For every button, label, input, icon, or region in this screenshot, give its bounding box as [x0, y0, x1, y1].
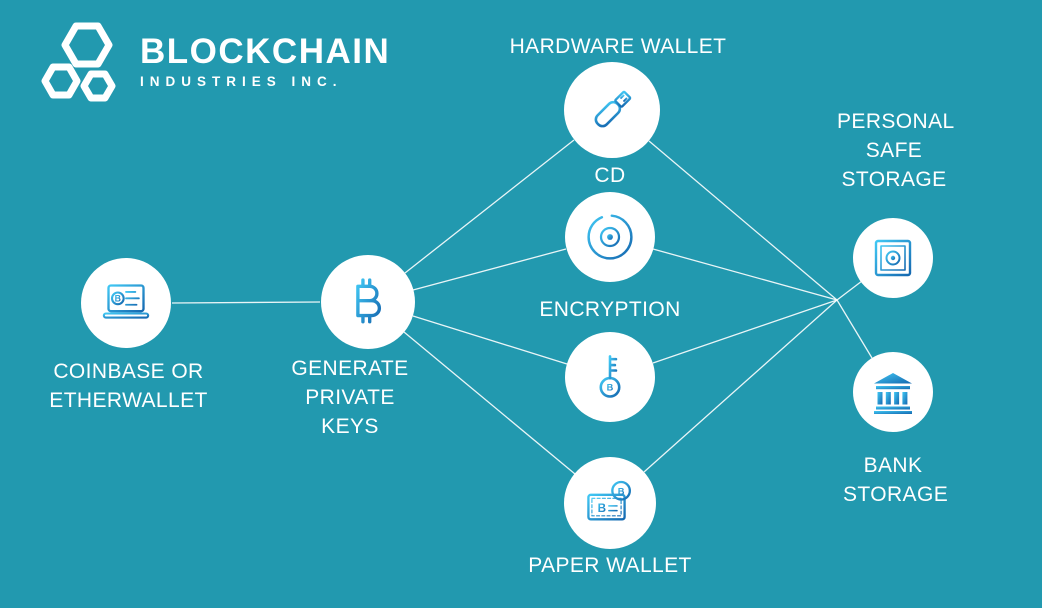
- bitcoin-icon: [356, 278, 381, 324]
- svg-text:B: B: [115, 293, 121, 303]
- paper-wallet-icon: B B: [587, 480, 631, 521]
- key-icon: B: [599, 355, 621, 398]
- logo-subtitle: INDUSTRIES INC.: [140, 74, 343, 89]
- laptop-wallet-icon: B: [102, 284, 150, 319]
- label-cd: CD: [594, 164, 626, 187]
- node-cd: [565, 192, 655, 282]
- svg-text:B: B: [618, 486, 625, 496]
- usb-drive-icon: [594, 90, 632, 128]
- label-encryption: ENCRYPTION: [539, 298, 681, 321]
- cd-disc-icon: [587, 214, 633, 260]
- hexagon-cluster-icon: [41, 22, 116, 102]
- svg-text:B: B: [598, 502, 606, 515]
- node-hardware-wallet: [564, 62, 660, 158]
- node-encryption: B: [565, 332, 655, 422]
- node-generate-keys: [321, 255, 415, 349]
- bank-icon: [874, 373, 912, 414]
- safe-icon: [874, 239, 912, 277]
- node-bank-storage: [853, 352, 933, 432]
- company-logo: BLOCKCHAIN INDUSTRIES INC.: [28, 12, 390, 110]
- label-paper-wallet: PAPER WALLET: [528, 554, 692, 577]
- node-paper-wallet: B B: [564, 457, 656, 549]
- label-personal-safe-storage: PERSONAL SAFE STORAGE: [837, 110, 955, 191]
- label-hardware-wallet: HARDWARE WALLET: [509, 35, 727, 58]
- label-generate-keys: GENERATE PRIVATE KEYS: [291, 357, 409, 438]
- logo-title: BLOCKCHAIN: [140, 32, 391, 71]
- svg-text:B: B: [607, 383, 614, 393]
- node-personal-safe-storage: [853, 218, 933, 298]
- node-coinbase: B: [81, 258, 171, 348]
- label-coinbase: COINBASE OR ETHERWALLET: [49, 360, 208, 412]
- label-bank-storage: BANK STORAGE: [843, 454, 949, 506]
